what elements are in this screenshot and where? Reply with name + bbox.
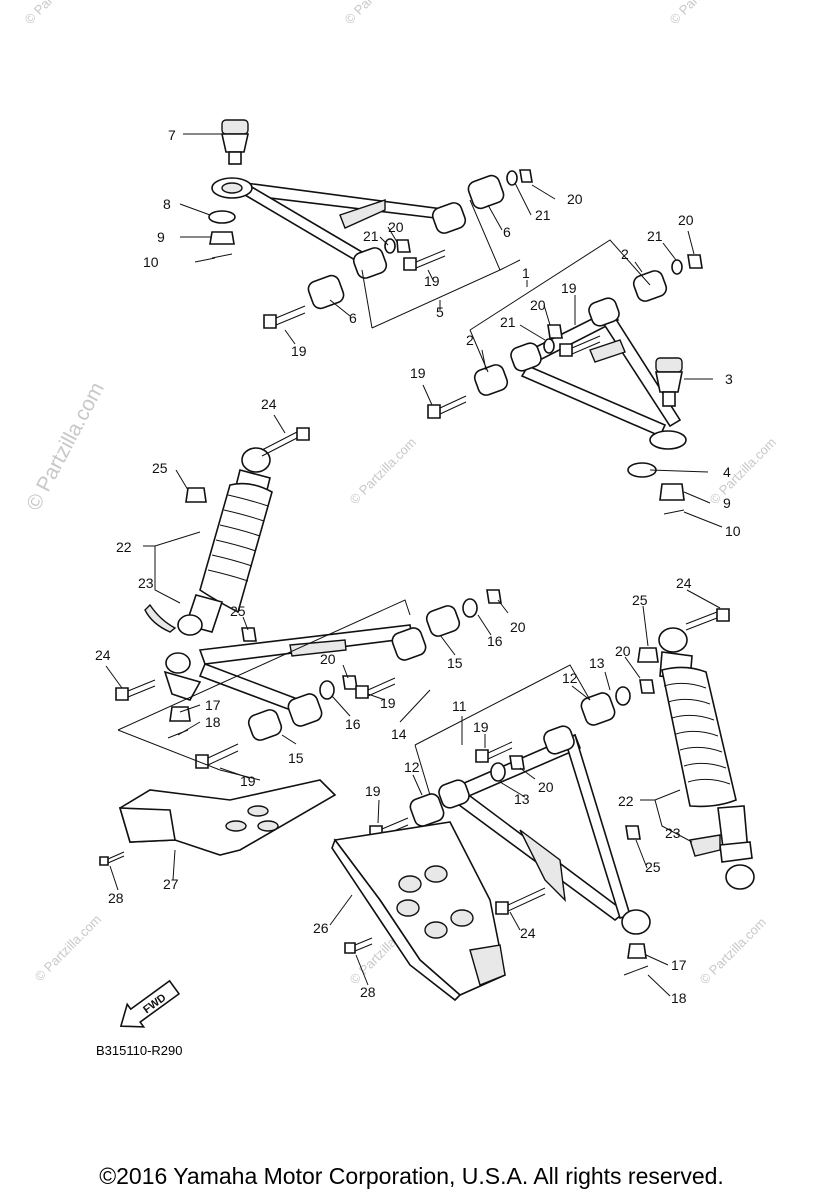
skid-plate-27 (99, 779, 337, 866)
callout-18: 18 (205, 714, 221, 730)
callout-20: 20 (388, 219, 404, 235)
callout-25: 25 (230, 603, 246, 619)
callout-19: 19 (424, 273, 440, 289)
diagram-code: B315110-R290 (96, 1043, 183, 1058)
lower-arm-14 (115, 589, 502, 769)
callout-24: 24 (261, 396, 277, 412)
callout-16: 16 (487, 633, 503, 649)
callout-1: 1 (522, 265, 530, 281)
callout-21: 21 (363, 228, 379, 244)
callout-12: 12 (562, 670, 578, 686)
callout-19: 19 (380, 695, 396, 711)
callout-19: 19 (291, 343, 307, 359)
callout-28: 28 (360, 984, 376, 1000)
callout-24: 24 (95, 647, 111, 663)
watermark-vertical: © Partzilla.com (22, 379, 109, 515)
fwd-arrow: FWD (119, 979, 181, 1028)
callout-19: 19 (561, 280, 577, 296)
callout-2: 2 (466, 332, 474, 348)
watermark-small: © Partzilla.com (697, 915, 770, 988)
watermark-small: © Partzilla.com (342, 0, 415, 27)
callout-9: 9 (723, 495, 731, 511)
callout-24: 24 (520, 925, 536, 941)
leader-lines (105, 133, 723, 997)
callout-2: 2 (621, 246, 629, 262)
callout-13: 13 (589, 655, 605, 671)
callout-25: 25 (632, 592, 648, 608)
callout-4: 4 (723, 464, 731, 480)
callout-19: 19 (473, 719, 489, 735)
shock-right (637, 608, 755, 890)
callout-13: 13 (514, 791, 530, 807)
callout-27: 27 (163, 876, 179, 892)
callout-24: 24 (676, 575, 692, 591)
callout-21: 21 (535, 207, 551, 223)
callout-9: 9 (157, 229, 165, 245)
callout-20: 20 (320, 651, 336, 667)
watermark-small: © Partzilla.com (707, 435, 780, 508)
callout-19: 19 (240, 773, 256, 789)
callout-12: 12 (404, 759, 420, 775)
front-guard-26 (331, 821, 506, 1002)
callout-20: 20 (530, 297, 546, 313)
callout-labels: 7 8 9 10 20 21 20 21 6 19 5 6 19 20 21 2… (95, 127, 741, 1006)
callout-10: 10 (725, 523, 741, 539)
callout-19: 19 (410, 365, 426, 381)
callout-17: 17 (671, 957, 687, 973)
watermark-small: © Partzilla.com (32, 912, 105, 985)
callout-5: 5 (436, 304, 444, 320)
upper-arm-5 (208, 119, 533, 329)
callout-25: 25 (645, 859, 661, 875)
callout-25: 25 (152, 460, 168, 476)
callout-23: 23 (138, 575, 154, 591)
watermark-small: © Partzilla.com (22, 0, 95, 27)
upper-arm-1 (427, 254, 703, 515)
callout-15: 15 (288, 750, 304, 766)
callout-6: 6 (349, 310, 357, 326)
callout-8: 8 (163, 196, 171, 212)
callout-20: 20 (510, 619, 526, 635)
callout-21: 21 (500, 314, 516, 330)
callout-3: 3 (725, 371, 733, 387)
callout-20: 20 (615, 643, 631, 659)
watermark-small: © Partzilla.com (347, 435, 420, 508)
callout-6: 6 (503, 224, 511, 240)
callout-18: 18 (671, 990, 687, 1006)
shock-left (144, 427, 310, 636)
callout-20: 20 (567, 191, 583, 207)
callout-28: 28 (108, 890, 124, 906)
callout-7: 7 (168, 127, 176, 143)
copyright-notice: ©2016 Yamaha Motor Corporation, U.S.A. A… (99, 1163, 724, 1189)
callout-20: 20 (678, 212, 694, 228)
watermark-small: © Partzilla.com (667, 0, 740, 27)
callout-22: 22 (116, 539, 132, 555)
callout-14: 14 (391, 726, 407, 742)
callout-23: 23 (665, 825, 681, 841)
callout-19: 19 (365, 783, 381, 799)
callout-10: 10 (143, 254, 159, 270)
callout-20: 20 (538, 779, 554, 795)
callout-15: 15 (447, 655, 463, 671)
callout-16: 16 (345, 716, 361, 732)
callout-11: 11 (452, 698, 467, 714)
callout-26: 26 (313, 920, 329, 936)
callout-22: 22 (618, 793, 634, 809)
callout-21: 21 (647, 228, 663, 244)
callout-17: 17 (205, 697, 221, 713)
